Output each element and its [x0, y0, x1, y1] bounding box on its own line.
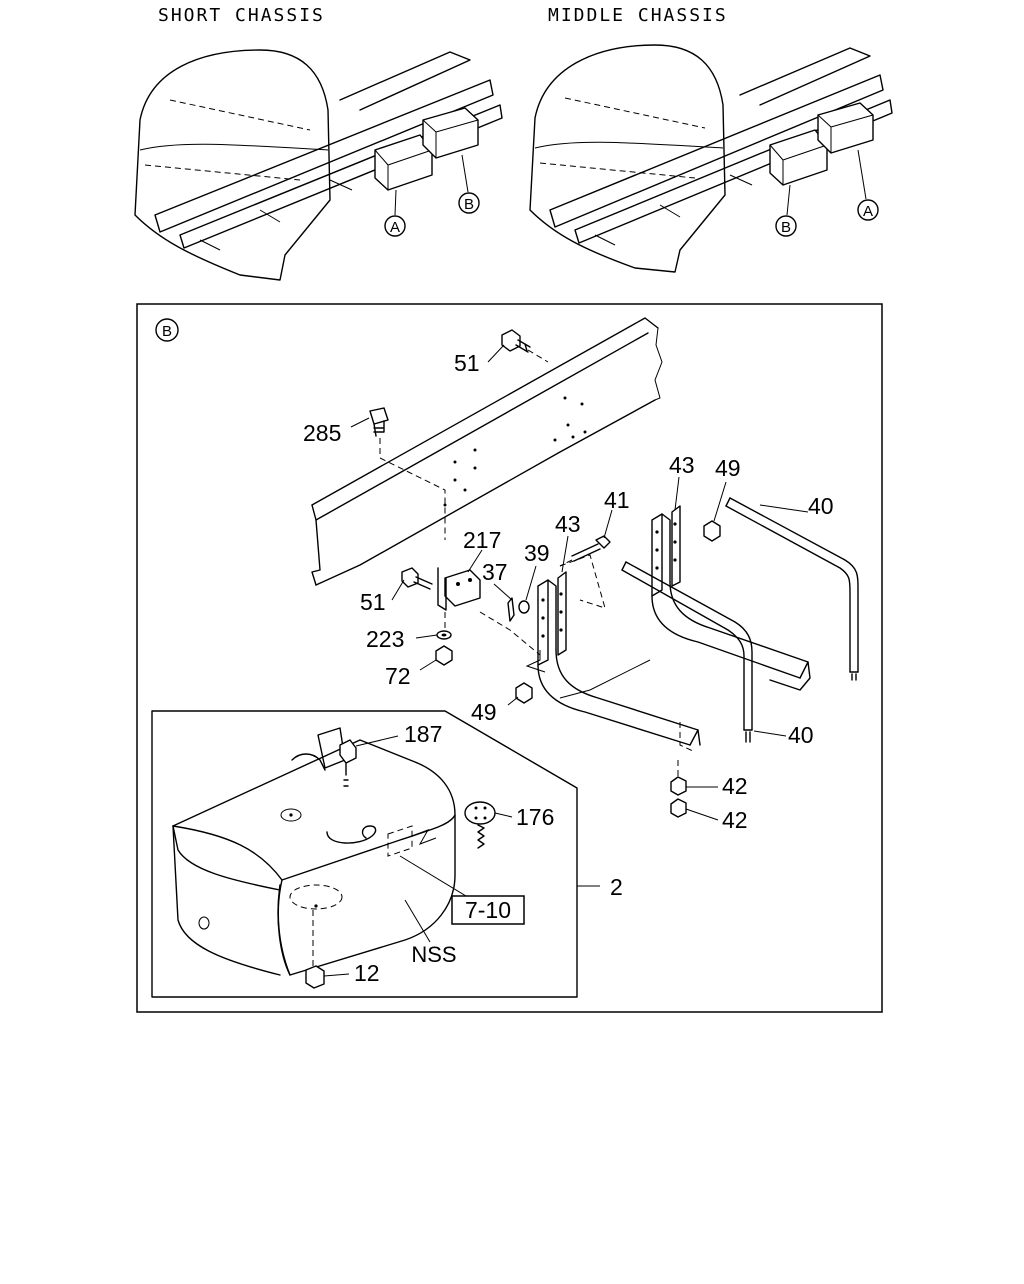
callout-43-left: 43: [555, 511, 581, 537]
nut-49-lower: [515, 682, 533, 704]
tank-box-diagonal: [444, 710, 578, 789]
fuel-tank: [172, 727, 456, 976]
callout-42-upper: 42: [722, 773, 748, 799]
callout-49-upper: 49: [715, 455, 741, 481]
band-bracket-right: [651, 505, 811, 691]
callout-12: 12: [354, 960, 380, 986]
short-marker-a: A: [390, 219, 400, 236]
callout-187: 187: [404, 721, 442, 747]
ref-box-frame: [451, 895, 525, 925]
callout-40-upper: 40: [808, 493, 834, 519]
chassis-rail: [311, 317, 663, 586]
callout-2: 2: [610, 874, 623, 900]
ref-box-leader: [399, 855, 467, 897]
middle-chassis-illustration: B A: [529, 44, 893, 273]
callout-49-lower: 49: [471, 699, 497, 725]
tank-assembly-box: [151, 710, 578, 998]
callout-72: 72: [385, 663, 411, 689]
nut-42-upper: [670, 776, 687, 796]
tank-cap-176: [464, 801, 496, 849]
callout-40-lower: 40: [788, 722, 814, 748]
callout-51-top: 51: [454, 350, 480, 376]
callout-217: 217: [463, 527, 501, 553]
nss-leader: [404, 899, 431, 943]
header-short-chassis: SHORT CHASSIS: [158, 5, 325, 26]
bolt-285: [369, 407, 446, 540]
leader-dash-2: [677, 722, 696, 778]
bracket-217-group: [401, 567, 541, 666]
bolt-41: [559, 535, 611, 567]
detail-frame: [136, 303, 883, 1013]
leader-lines-3: [525, 650, 651, 699]
tank-band-lower: [621, 561, 753, 743]
callout-39: 39: [524, 540, 550, 566]
short-chassis-illustration: A B: [134, 49, 503, 281]
middle-marker-b: B: [781, 219, 791, 236]
middle-marker-a: A: [863, 203, 873, 220]
callout-51-lower: 51: [360, 589, 386, 615]
callout-37: 37: [482, 559, 508, 585]
callout-leaders: [323, 344, 809, 977]
detail-marker: B: [162, 323, 172, 340]
callout-176: 176: [516, 804, 554, 830]
nss-label: NSS: [411, 942, 456, 967]
band-bracket-left: [537, 571, 701, 746]
ref-box-label: 7-10: [465, 897, 511, 923]
leader-dash-1: [559, 554, 606, 609]
nut-49-upper: [703, 520, 721, 542]
callout-285: 285: [303, 420, 341, 446]
nut-42-lower: [670, 798, 687, 818]
callout-labels: 51 285 43 49 40 41 43 217 39 37 51 223 7…: [303, 350, 834, 986]
callout-41: 41: [604, 487, 630, 513]
short-marker-b: B: [464, 196, 474, 213]
callout-43-right: 43: [669, 452, 695, 478]
drain-plug-12: [305, 910, 325, 989]
tank-band-upper: [725, 497, 859, 681]
callout-223: 223: [366, 626, 404, 652]
callout-42-lower: 42: [722, 807, 748, 833]
bolt-51-top: [501, 329, 549, 363]
detail-marker-circle: [155, 318, 179, 342]
header-middle-chassis: MIDDLE CHASSIS: [548, 5, 728, 26]
